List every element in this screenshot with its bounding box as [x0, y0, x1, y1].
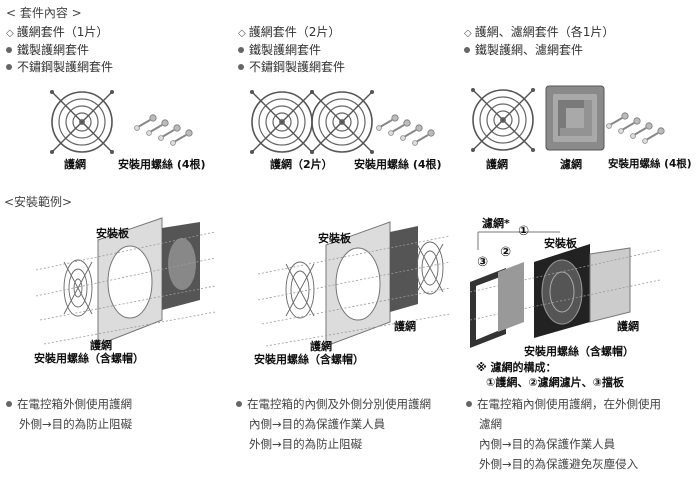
filter-composition-body: ①護網、②濾網濾片、③擋板 — [486, 376, 624, 389]
install-examples-title: <安裝範例> — [4, 195, 73, 209]
kit-list-1: ◇護網套件（1片） 鐵製護網套件 不鏽鋼製護網套件 — [6, 24, 113, 76]
caption-filter: 濾網 — [560, 158, 582, 171]
label-screws: 安裝用螺絲（含螺帽） — [34, 352, 144, 365]
label-guard: 護網 — [617, 320, 639, 333]
install-desc-1: 在電控箱外側使用護網 外側→目的為防止阻礙 — [6, 394, 132, 434]
bullet-icon — [6, 63, 12, 70]
bullet-icon — [238, 63, 244, 70]
label-screws: 安裝用螺絲（含螺帽） — [524, 345, 634, 358]
list-item: 鐵製護網、濾網套件 — [464, 42, 614, 59]
fan-guard-image — [309, 89, 375, 155]
kit-list-2: ◇護網套件（2片） 鐵製護網套件 不鏽鋼製護網套件 — [238, 24, 345, 76]
caption-screws: 安裝用螺絲 (4根) — [118, 158, 206, 171]
diamond-icon: ◇ — [238, 28, 246, 39]
label-filter: 濾網* — [482, 217, 510, 230]
label-number-3: ③ — [477, 255, 489, 270]
fan-guard-image — [49, 89, 115, 155]
label-number-2: ② — [500, 245, 512, 260]
install-diagram-3 — [469, 231, 661, 348]
install-desc-2: 在電控箱的內側及外側分別使用護網 內側→目的為保護作業人員 外側→目的為防止阻礙 — [236, 394, 431, 454]
kit-contents-title: < 套件內容 > — [6, 6, 82, 20]
label-guard-outer: 護網 — [310, 340, 332, 353]
label-guard: 護網 — [90, 339, 112, 352]
install-desc-3: 在電控箱內側使用護網，在外側使用 濾網 內側→目的為保護作業人員 外側→目的為保… — [466, 394, 661, 474]
kit-list-3: ◇護網、濾網套件（各1片） 鐵製護網、濾網套件 — [464, 24, 614, 59]
list-item: ◇護網套件（1片） — [6, 25, 109, 39]
caption-guard: 護網 — [486, 158, 508, 171]
bullet-icon — [6, 400, 12, 407]
label-mounting-plate: 安裝板 — [544, 237, 577, 250]
label-number-1: ① — [518, 224, 530, 239]
bullet-icon — [6, 46, 12, 53]
label-screws: 安裝用螺絲（含螺帽） — [254, 353, 364, 366]
list-item: 鐵製護網套件 — [6, 42, 113, 59]
list-item: 不鏽鋼製護網套件 — [238, 59, 345, 76]
filter-image — [545, 85, 605, 151]
label-mounting-plate: 安裝板 — [318, 232, 351, 245]
list-item: 鐵製護網套件 — [238, 42, 345, 59]
label-guard-inner: 護網 — [394, 320, 416, 333]
bullet-icon — [464, 46, 470, 53]
caption-screws: 安裝用螺絲 (4根) — [354, 158, 442, 171]
label-mounting-plate: 安裝板 — [96, 227, 129, 240]
install-diagram-2 — [257, 221, 451, 347]
bullet-icon — [238, 46, 244, 53]
bullet-icon — [236, 400, 242, 407]
install-diagram-1 — [35, 217, 216, 346]
bullet-icon — [466, 400, 472, 407]
caption-guard-2pcs: 護網（2片） — [270, 158, 333, 171]
screws-image — [607, 113, 665, 144]
screws-image — [135, 115, 193, 146]
list-item: ◇護網、濾網套件（各1片） — [464, 25, 615, 39]
list-item: 不鏽鋼製護網套件 — [6, 59, 113, 76]
caption-screws: 安裝用螺絲 (4根) — [608, 158, 692, 170]
fan-guard-image — [470, 87, 536, 153]
filter-composition-title: ※ 濾網的構成： — [476, 361, 557, 374]
diamond-icon: ◇ — [464, 28, 472, 39]
fan-guard-image — [249, 89, 315, 155]
list-item: ◇護網套件（2片） — [238, 25, 341, 39]
caption-guard: 護網 — [64, 158, 86, 171]
screws-image — [377, 115, 435, 146]
diamond-icon: ◇ — [6, 28, 14, 39]
